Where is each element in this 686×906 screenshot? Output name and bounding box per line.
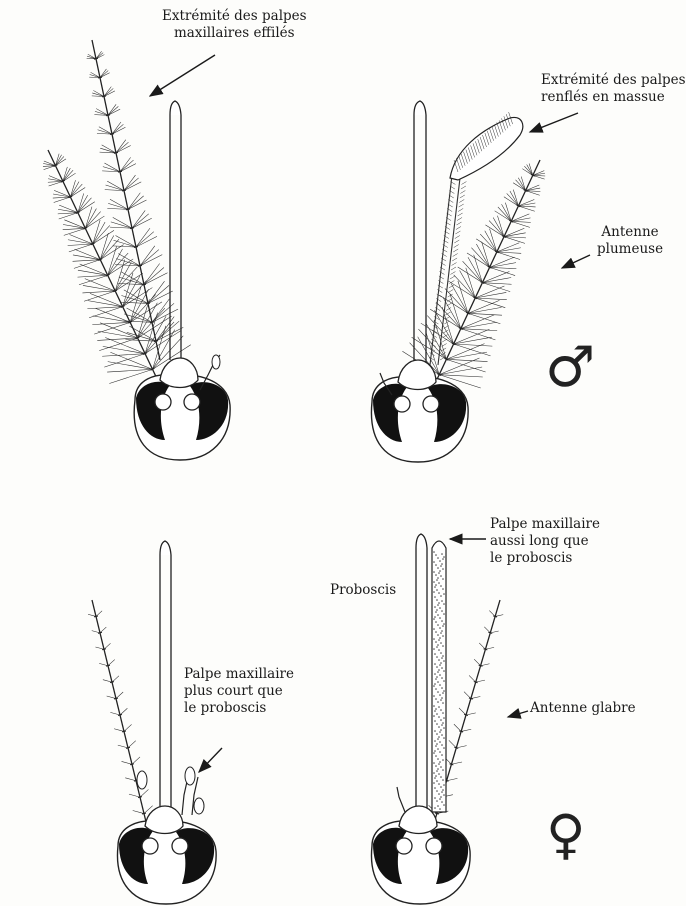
head-female-palp-short [88, 541, 216, 904]
antenna-socket-left [142, 838, 158, 854]
clypeus [145, 806, 183, 834]
label-palp-long: Palpe maxillaire aussi long que le probo… [490, 516, 600, 567]
palp-club-tip [450, 117, 523, 180]
label-palp-short: Palpe maxillaire plus court que le probo… [184, 666, 294, 717]
male-symbol: ♂ [545, 338, 595, 398]
head-male-palp-thin [43, 40, 230, 460]
proboscis-tip [160, 541, 171, 555]
proboscis [416, 548, 427, 808]
glabrous-antenna-left [88, 600, 153, 830]
label-palp-tip-thin: Extrémité des palpes maxillaires effilés [162, 8, 307, 42]
female-symbol: ♀ [546, 805, 586, 865]
antenna-socket-left [155, 394, 171, 410]
plumose-antenna-left [43, 150, 191, 385]
antenna-socket-left [396, 838, 412, 854]
label-proboscis: Proboscis [330, 582, 396, 599]
plumose-palp-left [87, 40, 184, 360]
antenna-socket-right [426, 838, 442, 854]
head-male-palp-club [371, 101, 545, 462]
plumose-antenna-right [402, 160, 545, 390]
proboscis-tip [170, 101, 181, 115]
arrow-palp-short [199, 748, 222, 772]
antenna-socket-right [172, 838, 188, 854]
label-palp-tip-club: Extrémité des palpes renflés en massue [541, 72, 686, 106]
antenna-socket-left [394, 396, 410, 412]
proboscis [160, 555, 171, 808]
proboscis-tip [416, 534, 427, 548]
antenna-socket-right [184, 394, 200, 410]
arrow-palp-tip-club [530, 113, 578, 132]
proboscis [170, 115, 181, 360]
label-antenna-plumose: Antenne plumeuse [597, 224, 663, 258]
arrow-antenna-glabrous [508, 711, 528, 717]
antenna-socket-right [423, 396, 439, 412]
arrow-antenna-plumose [562, 255, 590, 268]
proboscis-tip [414, 101, 426, 115]
arrow-palp-tip-thin [150, 55, 215, 96]
label-antenna-glabrous: Antenne glabre [530, 700, 636, 717]
proboscis [414, 115, 426, 362]
clypeus [160, 358, 198, 388]
